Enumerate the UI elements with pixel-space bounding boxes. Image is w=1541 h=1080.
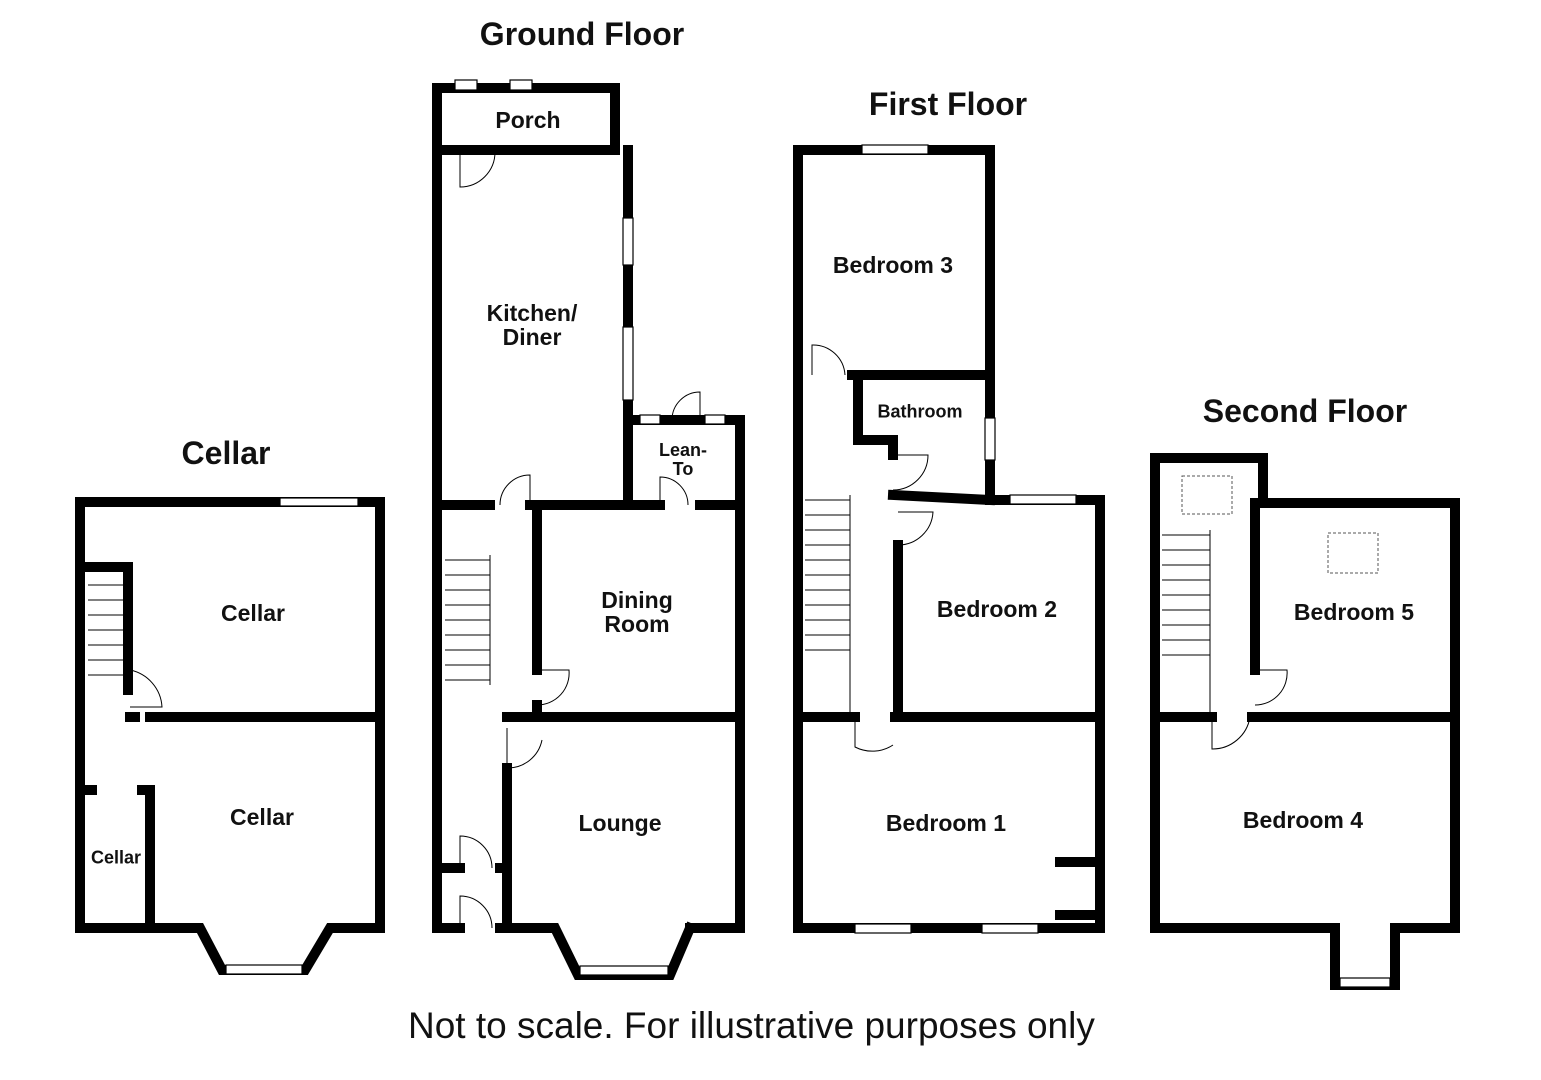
room-bedroom-2: Bedroom 2 [936, 595, 1058, 622]
cellar-title: Cellar [181, 435, 271, 472]
room-bedroom-3: Bedroom 3 [832, 251, 954, 278]
room-kitchen-diner: Kitchen/ Diner [486, 299, 578, 350]
room-bathroom: Bathroom [877, 401, 963, 422]
ground-floor-plan [432, 79, 745, 980]
room-porch: Porch [495, 106, 561, 133]
room-cellar-top: Cellar [221, 599, 285, 626]
disclaimer-footer: Not to scale. For illustrative purposes … [408, 1005, 1095, 1046]
room-bedroom-4: Bedroom 4 [1242, 806, 1364, 833]
second-floor-title: Second Floor [1202, 393, 1408, 430]
room-cellar-small: Cellar [90, 847, 142, 868]
ground-floor-title: Ground Floor [479, 16, 685, 53]
room-dining: Dining Room [601, 586, 673, 637]
room-lounge: Lounge [578, 809, 662, 836]
first-floor-plan [793, 144, 1105, 934]
room-cellar-bottom: Cellar [230, 803, 294, 830]
cellar-plan [75, 497, 385, 975]
room-lean-to: Lean- To [658, 440, 708, 479]
room-bedroom-1: Bedroom 1 [885, 809, 1007, 836]
second-floor-plan [1150, 453, 1460, 990]
room-bedroom-5: Bedroom 5 [1293, 598, 1415, 625]
first-floor-title: First Floor [868, 86, 1028, 123]
